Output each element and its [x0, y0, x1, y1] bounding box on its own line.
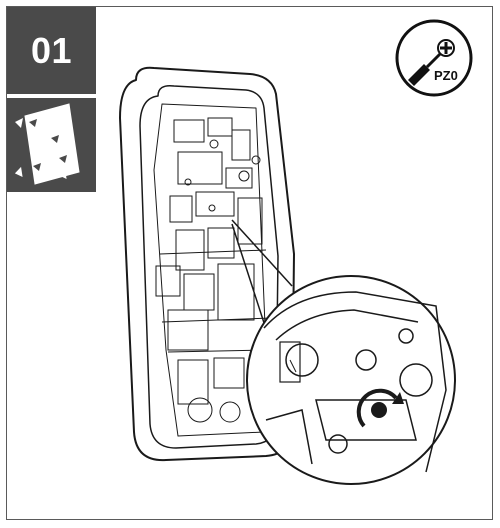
wall-mount-panel-icon: [14, 103, 80, 185]
screw-icon: [371, 402, 387, 418]
clockwise-rotation-arrow-icon: [392, 392, 404, 404]
charger-illustration: [96, 60, 496, 520]
tool-badge: PZ0: [394, 18, 474, 98]
panel-icon-box: [7, 98, 96, 192]
step-number: 01: [30, 29, 73, 71]
charger-open-housing-drawing: [119, 66, 456, 485]
screwdriver-pozidriv-icon: PZ0: [395, 19, 473, 97]
tool-label: PZ0: [434, 68, 458, 83]
step-number-badge: 01: [7, 7, 96, 94]
